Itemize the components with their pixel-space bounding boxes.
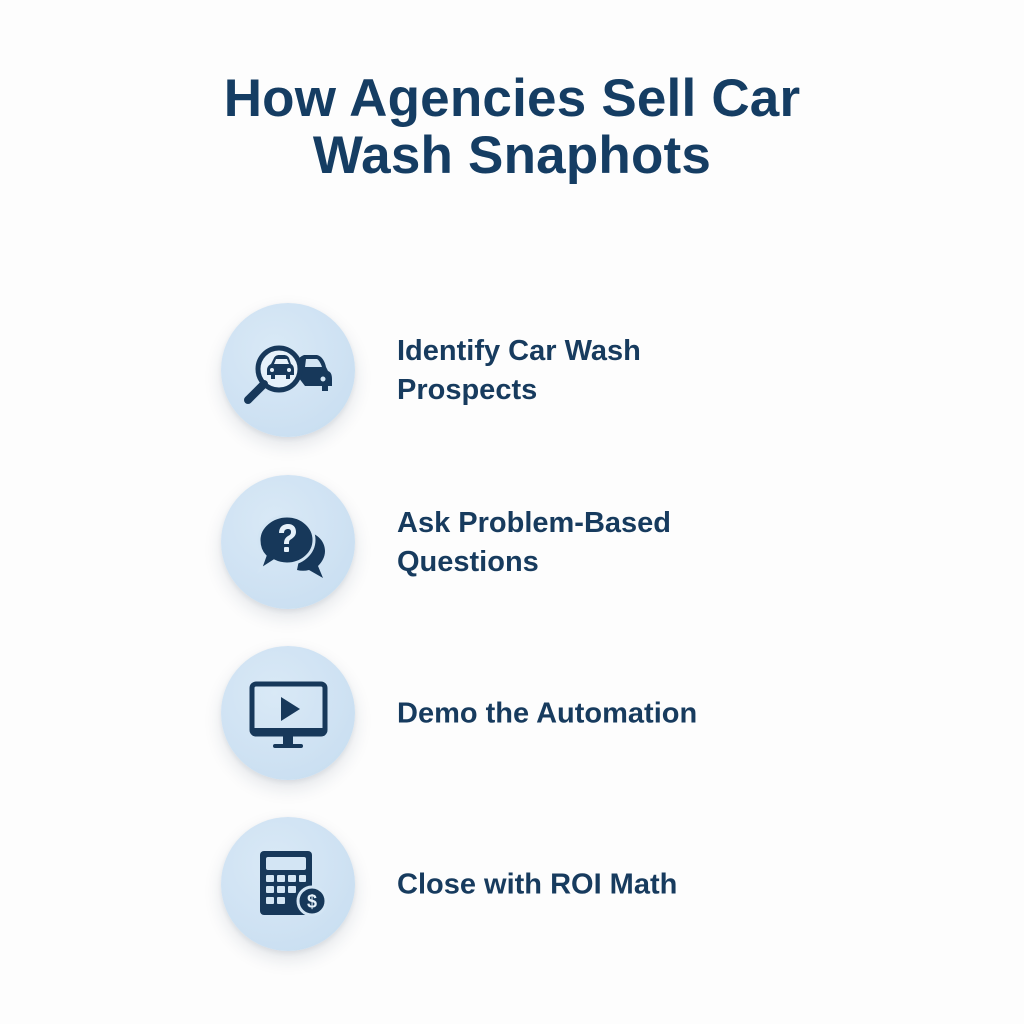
title-line-1: How Agencies Sell Car	[223, 69, 801, 128]
step-icon-circle: $	[221, 817, 355, 951]
calculator-dollar-icon: $	[260, 851, 328, 917]
step-label: Ask Problem-Based Questions	[397, 504, 817, 582]
step-label-line-1: Identify Car Wash	[397, 335, 641, 368]
step-close-roi: $ Close with ROI Math	[221, 817, 821, 953]
step-label-line-2: Questions	[397, 546, 539, 578]
step-label: Identify Car Wash Prospects	[397, 332, 817, 410]
search-car-icon	[244, 345, 332, 404]
step-demo-automation: Demo the Automation	[221, 646, 821, 782]
svg-text:$: $	[307, 892, 317, 912]
step-icon-circle	[221, 475, 355, 609]
monitor-play-icon	[249, 681, 328, 748]
step-label-line-2: Prospects	[397, 374, 538, 406]
step-label: Demo the Automation	[397, 695, 817, 734]
step-identify-prospects: Identify Car Wash Prospects	[221, 303, 821, 439]
step-ask-questions: Ask Problem-Based Questions	[221, 475, 821, 611]
title-line-2: Wash Snaphots	[312, 126, 712, 186]
page-title: How Agencies Sell Car Wash Snaphots	[0, 69, 1024, 186]
question-chat-icon	[257, 514, 325, 578]
step-label-line-1: Ask Problem-Based	[397, 507, 671, 540]
step-icon-circle	[221, 303, 355, 437]
step-label-line-1: Demo the Automation	[397, 697, 698, 730]
step-label: Close with ROI Math	[397, 866, 817, 905]
step-label-line-1: Close with ROI Math	[397, 868, 678, 901]
step-icon-circle	[221, 646, 355, 780]
